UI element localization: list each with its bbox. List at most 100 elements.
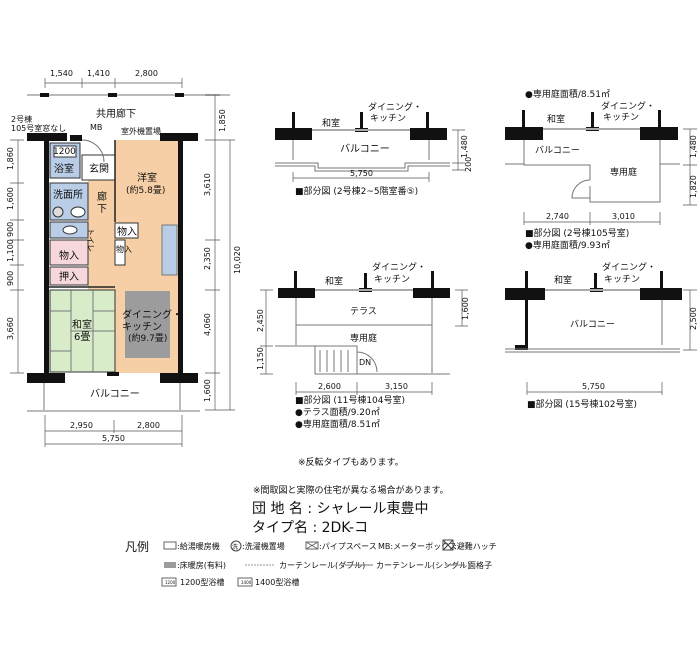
dim-text: 1,480 bbox=[460, 135, 469, 158]
hallway-label: 下 bbox=[97, 204, 107, 215]
bathtub-1400-icon-text: 1400 bbox=[241, 580, 252, 585]
common-corridor-label: 共用廊下 bbox=[96, 107, 136, 120]
dim-text: 1,150 bbox=[256, 347, 265, 370]
room-label: ダイニング・ bbox=[602, 261, 656, 273]
partial-plan-building2-room105: ●専用庭面積/8.51㎡ 和室 ダイニング・ キッチン バルコニー 専用庭 2,… bbox=[505, 88, 698, 251]
right-dimensions: 1,850 3,610 2,350 4,060 1,600 10,020 bbox=[203, 94, 242, 411]
washer-icon bbox=[230, 540, 242, 552]
reverse-type-note: ※反転タイプもあります。 bbox=[298, 457, 404, 468]
note-building: 2号棟 bbox=[11, 114, 32, 124]
dim-text: 3,150 bbox=[385, 382, 408, 391]
storage-label: 物入 bbox=[59, 249, 79, 262]
room-label: ダイニング・ bbox=[601, 100, 655, 112]
escape-hatch-icon bbox=[442, 539, 454, 551]
dim-text: 1,850 bbox=[218, 109, 227, 132]
dim-text: 1,410 bbox=[87, 69, 110, 78]
left-dimensions: 1,860 1,600 900 1,100 900 3,660 bbox=[6, 139, 24, 374]
legend-item: :床暖房(有料) bbox=[177, 560, 226, 570]
dim-text: 900 bbox=[6, 271, 15, 286]
water-heater-icon bbox=[163, 541, 177, 550]
disclaimer: ※間取図と実際の住宅が異なる場合があります。 bbox=[253, 484, 449, 496]
room-label: キッチン bbox=[604, 274, 640, 285]
dim-text: 200 bbox=[464, 157, 473, 172]
bathtub-1200-icon-text: 1200 bbox=[165, 580, 176, 585]
hallway bbox=[88, 180, 115, 300]
room-label: キッチン bbox=[370, 113, 406, 124]
garden-area-note: ●専用庭面積/9.93㎡ bbox=[525, 239, 610, 251]
dim-text: 1,100 bbox=[6, 239, 15, 262]
room-label: キッチン bbox=[603, 112, 639, 123]
storage-vertical bbox=[114, 239, 126, 266]
dim-text: 5,750 bbox=[350, 169, 373, 178]
western-room-size: (約5.8畳) bbox=[126, 184, 165, 196]
dim-text: 2,350 bbox=[203, 247, 212, 270]
storage-label: 物入 bbox=[116, 244, 132, 254]
partial-caption: ■部分図 (11号棟104号室) bbox=[295, 394, 405, 406]
legend: 凡例 :給湯暖房機 洗 :洗濯機置場 :パイプスペース MB:メーターボックス … bbox=[125, 539, 497, 587]
dim-text: 1,600 bbox=[203, 379, 212, 402]
type-name: タイプ名 : 2DK-コ bbox=[252, 520, 368, 536]
closet bbox=[49, 266, 89, 286]
storage-room bbox=[49, 239, 89, 266]
balcony-label: バルコニー bbox=[90, 388, 140, 400]
bathtub-size-label: 1200 bbox=[53, 147, 76, 157]
dim-text: 1,820 bbox=[689, 175, 698, 198]
floor-heating-icon bbox=[164, 562, 176, 568]
dim-text: 2,740 bbox=[546, 212, 569, 221]
mb-label: MB bbox=[90, 123, 102, 132]
outdoor-unit-label: 室外機置場 bbox=[121, 126, 161, 136]
top-dimensions: 1,540 1,410 2,800 bbox=[27, 69, 230, 97]
dim-text: 2,800 bbox=[135, 69, 158, 78]
stairs-down-label: DN bbox=[359, 358, 371, 367]
legend-item: :給湯暖房機 bbox=[177, 541, 220, 551]
kitchen-counter bbox=[161, 224, 178, 276]
terrace-label: テラス bbox=[350, 306, 377, 317]
garden-area-note: ●専用庭面積/8.51㎡ bbox=[295, 418, 380, 430]
partial-caption: ■部分図 (15号棟102号室) bbox=[527, 398, 637, 410]
washroom-label: 洗面所 bbox=[53, 189, 83, 201]
dim-text: 1,600 bbox=[461, 297, 470, 320]
japanese-room-label: 和室 bbox=[72, 318, 92, 331]
legend-item: 1400型浴槽 bbox=[255, 577, 299, 587]
legend-title: 凡例 bbox=[125, 540, 149, 554]
pipe-space-icon bbox=[305, 541, 319, 550]
room-label: 和室 bbox=[325, 275, 343, 287]
dim-text: 1,540 bbox=[50, 69, 73, 78]
bottom-dimensions: 2,950 2,800 5,750 bbox=[44, 415, 183, 447]
dk-size: (約9.7畳) bbox=[128, 332, 167, 344]
floor-heating-area bbox=[125, 291, 170, 358]
toilet-label: トイレ bbox=[86, 228, 95, 252]
dim-text: 3,660 bbox=[6, 317, 15, 340]
legend-item: MB:メーターボックス bbox=[378, 542, 457, 551]
garden-label: 専用庭 bbox=[610, 166, 637, 178]
door-swing bbox=[81, 139, 105, 163]
legend-item: :避難ハッチ bbox=[454, 541, 497, 551]
bathtub-1400-icon bbox=[237, 577, 253, 587]
legend-item: :パイプスペース bbox=[319, 542, 377, 551]
balcony-label: バルコニー bbox=[340, 143, 390, 155]
complex-name: 団 地 名 : シャレール東豊中 bbox=[252, 501, 429, 517]
storage-small bbox=[114, 222, 139, 239]
bathtub-icon bbox=[53, 145, 77, 158]
room-label: ダイニング・ bbox=[368, 101, 422, 113]
partial-caption: ■部分図 (2号棟105号室) bbox=[525, 227, 629, 239]
dim-text: 4,060 bbox=[203, 313, 212, 336]
main-floor-plan: 1,540 1,410 2,800 共用廊下 2号棟 105号室窓なし MB 室… bbox=[6, 69, 242, 447]
dim-text: 2,950 bbox=[70, 421, 93, 430]
dim-text: 2,500 bbox=[689, 307, 698, 330]
legend-item: 1200型浴槽 bbox=[180, 577, 224, 587]
partial-plan-building2-floors2-5: 和室 ダイニング・ キッチン バルコニー 5,750 1,480 200 ■部分… bbox=[275, 101, 473, 197]
dim-text: 3,010 bbox=[612, 212, 635, 221]
garden-label: 専用庭 bbox=[350, 332, 377, 344]
sink-icon bbox=[70, 206, 86, 218]
garden-area-note: ●専用庭面積/8.51㎡ bbox=[525, 88, 610, 100]
room-label: ダイニング・ bbox=[372, 261, 426, 273]
japanese-room-size: 6畳 bbox=[74, 331, 90, 343]
legend-item: カーテンレール(ダブル) bbox=[279, 560, 365, 570]
terrace-area-note: ●テラス面積/9.20㎡ bbox=[295, 406, 380, 418]
dim-text: 3,610 bbox=[203, 173, 212, 196]
dim-text: 10,020 bbox=[233, 246, 242, 274]
entrance bbox=[81, 154, 116, 181]
room-label: 和室 bbox=[547, 113, 565, 125]
